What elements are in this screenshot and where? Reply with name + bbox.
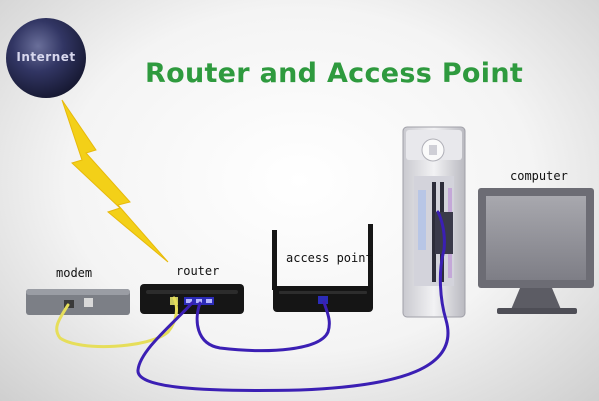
modem-device bbox=[26, 289, 130, 315]
computer-label: computer bbox=[510, 169, 568, 183]
access-point-device bbox=[272, 224, 373, 312]
internet-label: Internet bbox=[16, 50, 76, 64]
cables bbox=[55, 210, 450, 392]
router-device bbox=[140, 284, 244, 314]
computer-monitor bbox=[478, 188, 594, 314]
lightning-bolt-icon bbox=[61, 99, 169, 263]
router-label: router bbox=[176, 264, 220, 278]
internet-globe-icon bbox=[6, 18, 86, 98]
computer-tower bbox=[402, 126, 466, 318]
access-point-label: access point bbox=[286, 251, 373, 265]
diagram-title: Router and Access Point bbox=[145, 58, 524, 89]
modem-label: modem bbox=[56, 266, 93, 280]
blue-cable-router-to-computer bbox=[136, 210, 450, 392]
yellow-cable bbox=[55, 296, 178, 348]
blue-cable-router-to-access-point bbox=[195, 300, 331, 353]
